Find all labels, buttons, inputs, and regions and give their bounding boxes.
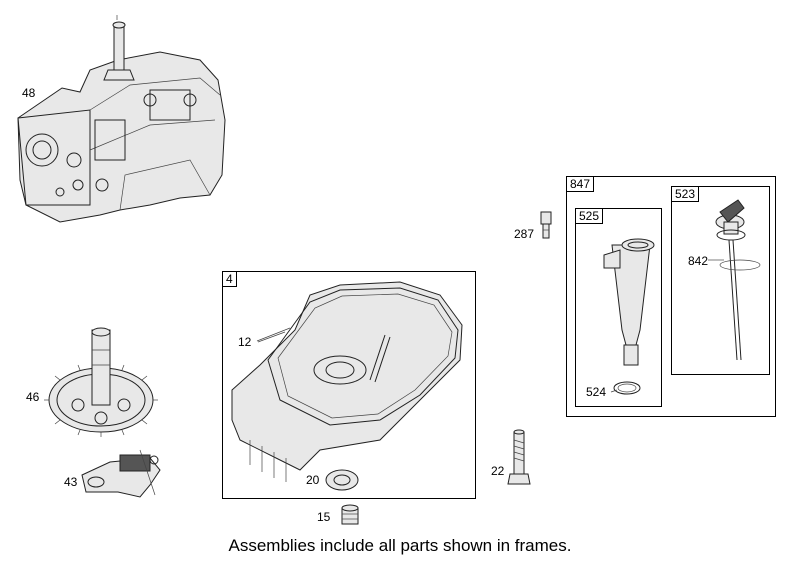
gear-part bbox=[44, 327, 158, 437]
frame-847: 847 bbox=[566, 176, 776, 417]
frame-4-tag: 4 bbox=[222, 271, 237, 287]
governor-part bbox=[81, 449, 161, 498]
part-label-43: 43 bbox=[64, 475, 78, 489]
part-label-15: 15 bbox=[317, 510, 331, 524]
part-label-524: 524 bbox=[586, 385, 607, 399]
frame-523-tag: 523 bbox=[671, 186, 700, 202]
plug-part bbox=[341, 504, 359, 525]
fitting-part bbox=[540, 211, 552, 239]
part-label-46: 46 bbox=[26, 390, 40, 404]
oil-fill-tube-part bbox=[603, 238, 655, 395]
diagram-caption: Assemblies include all parts shown in fr… bbox=[228, 536, 572, 555]
part-label-20: 20 bbox=[306, 473, 320, 487]
dipstick-part bbox=[715, 199, 761, 361]
bolt-part bbox=[507, 429, 531, 485]
frame-525: 525 bbox=[575, 208, 662, 407]
frame-4: 4 bbox=[222, 271, 476, 499]
part-label-287: 287 bbox=[514, 227, 535, 241]
part-label-48: 48 bbox=[22, 86, 36, 100]
engine-block-part bbox=[17, 15, 226, 223]
part-label-22: 22 bbox=[491, 464, 505, 478]
part-label-12: 12 bbox=[238, 335, 252, 349]
leader-lines bbox=[256, 259, 724, 393]
frame-523: 523 bbox=[671, 186, 770, 375]
part-label-842: 842 bbox=[688, 254, 709, 268]
frame-525-tag: 525 bbox=[575, 208, 604, 224]
frame-847-tag: 847 bbox=[566, 176, 595, 192]
oil-seal-part bbox=[325, 469, 359, 491]
crankcase-part bbox=[231, 281, 463, 482]
